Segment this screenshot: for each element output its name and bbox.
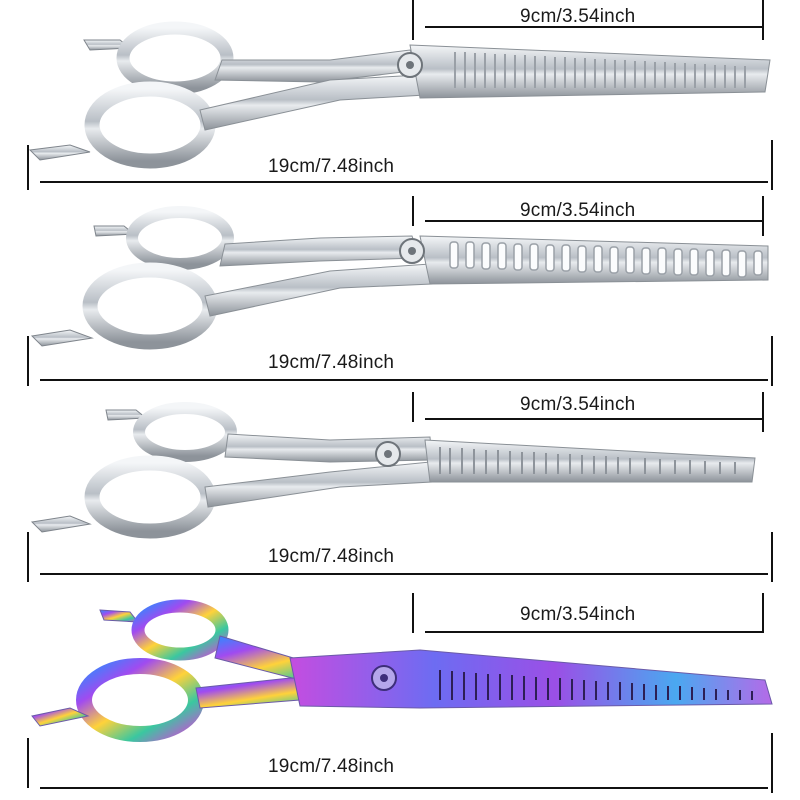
total-length-label: 19cm/7.48inch [268, 546, 395, 567]
blade-length-label: 9cm/3.54inch [520, 200, 636, 221]
chunker-shears-silver-2 [27, 196, 773, 386]
thinning-shears-silver-3 [27, 392, 773, 582]
thinning-shears-silver-1 [27, 0, 773, 190]
total-length-label: 19cm/7.48inch [268, 156, 395, 177]
blade-length-label: 9cm/3.54inch [520, 6, 636, 27]
total-length-label: 19cm/7.48inch [268, 352, 395, 373]
blade-length-label: 9cm/3.54inch [520, 394, 636, 415]
thinning-shears-rainbow-4 [27, 593, 773, 793]
scissors-panel-2: 9cm/3.54inch 19cm/7.48inch [0, 196, 800, 396]
total-length-label: 19cm/7.48inch [268, 756, 395, 777]
scissors-panel-4: 9cm/3.54inch 19cm/7.48inch [0, 588, 800, 793]
scissors-panel-3: 9cm/3.54inch 19cm/7.48inch [0, 392, 800, 592]
scissors-panel-1: 9cm/3.54inch 19cm/7.48inch [0, 0, 800, 200]
blade-length-label: 9cm/3.54inch [520, 604, 636, 625]
